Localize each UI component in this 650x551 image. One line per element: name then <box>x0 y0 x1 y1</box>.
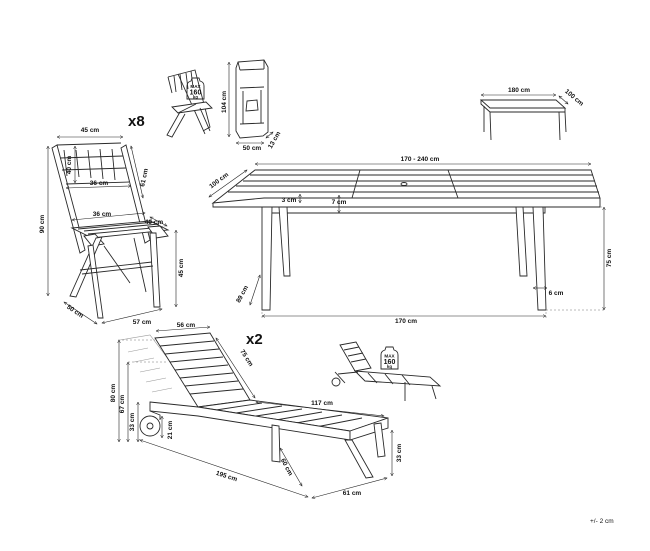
chair-back-span-label: 61 cm <box>139 168 150 188</box>
chair-seat-height-label: 45 cm <box>178 259 185 278</box>
main-chair-dimensions: 45 cm 40 cm 61 cm 36 cm 90 cm 36 cm 40 c… <box>39 127 185 326</box>
small-table-width-label: 100 cm <box>563 88 585 108</box>
lounger-seat-length-label: 117 cm <box>311 400 333 407</box>
chair-quantity: x8 <box>128 113 145 130</box>
lounger-wheel-label: 21 cm <box>167 421 174 440</box>
lounger-front-height-label: 33 cm <box>396 444 403 463</box>
weight-badge-unit-2: kg <box>387 364 392 369</box>
weight-badge-unit: kg <box>193 95 198 100</box>
chair-width-label: 45 cm <box>81 127 100 134</box>
tolerance-note: +/- 2 cm <box>590 518 614 525</box>
small-lounger-illustration <box>331 341 442 401</box>
weight-badge-value: 160 <box>190 90 202 97</box>
weight-badge-max-label: MAX <box>190 84 201 89</box>
table-width-label: 100 cm <box>208 171 230 190</box>
table-height-label: 75 cm <box>606 249 613 268</box>
chair-back-height-label: 40 cm <box>66 156 73 175</box>
lounger-total-height-label: 80 cm <box>110 384 117 403</box>
folded-chair-illustration: 104 cm 50 cm 13 cm <box>221 59 282 152</box>
lounger-seat-height-label: 33 cm <box>129 413 136 432</box>
folded-chair-width-label: 50 cm <box>243 145 262 152</box>
chair-seat-width-label: 36 cm <box>93 211 112 218</box>
folded-chair-height-label: 104 cm <box>221 91 228 113</box>
table-apron-label: 7 cm <box>332 199 347 206</box>
chair-depth-label: 50 cm <box>65 304 84 320</box>
lounger-quantity: x2 <box>246 331 263 348</box>
weight-badge-max-label-2: MAX <box>384 354 395 359</box>
main-table-illustration <box>211 169 604 318</box>
lounger-back-width-label: 56 cm <box>177 322 196 329</box>
table-length-label: 170 - 240 cm <box>401 156 440 163</box>
small-table-length-label: 180 cm <box>508 87 530 94</box>
chair-seat-depth-label: 40 cm <box>145 219 164 226</box>
lounger-back-length-label: 75 cm <box>238 349 254 368</box>
lounger-back-height-label: 67 cm <box>119 395 126 414</box>
table-leg-clearance-label: 89 cm <box>235 284 250 304</box>
folded-chair-depth-label: 13 cm <box>267 130 282 150</box>
lounger-width-label: 61 cm <box>343 490 362 497</box>
weight-badge-chair: MAX 160 kg <box>186 77 205 100</box>
table-leg-size-label: 6 cm <box>549 290 564 297</box>
table-base-length-label: 170 cm <box>395 318 417 325</box>
chair-back-inner-label: 36 cm <box>90 180 109 187</box>
chair-total-height-label: 90 cm <box>39 215 46 234</box>
chair-leg-depth-label: 57 cm <box>133 319 152 326</box>
lounger-width-diag-label: 60 cm <box>279 458 294 478</box>
weight-badge-value-2: 160 <box>384 359 396 366</box>
table-top-thickness-label: 3 cm <box>282 197 297 204</box>
small-chair-illustration <box>166 69 213 138</box>
weight-badge-lounger: MAX 160 kg <box>380 346 399 370</box>
small-table-illustration: 180 cm 100 cm <box>479 87 585 141</box>
